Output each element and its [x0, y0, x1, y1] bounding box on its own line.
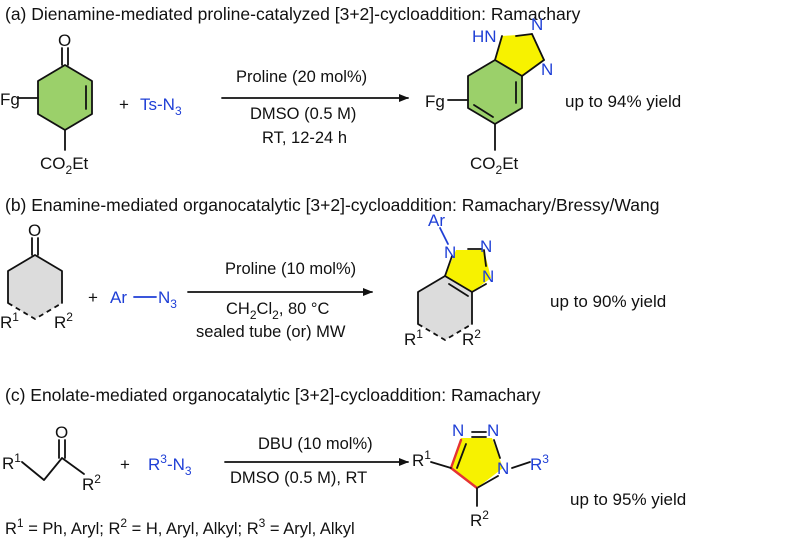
enone-ester: CO2Et [40, 154, 89, 177]
aromatic-double-bond [473, 104, 494, 118]
scheme-a-temp: RT, 12-24 h [262, 129, 347, 147]
ketone-r2: R2 [54, 310, 73, 332]
product-b-ar: Ar [428, 211, 445, 230]
ketone-chain [21, 457, 85, 481]
aryl-azide-ar: Ar [110, 288, 127, 307]
product-a-n2: N [531, 15, 543, 34]
scheme-b: (b) Enamine-mediated organocatalytic [3+… [0, 195, 666, 349]
scheme-c-reactant-ketone: O R1 R2 [2, 423, 101, 494]
product-b-n2: N [480, 237, 492, 256]
scheme-b-vessel: sealed tube (or) MW [196, 323, 346, 341]
new-bond-red [449, 466, 479, 490]
aryl-bond [439, 227, 449, 245]
scheme-c-product-triazole: N N N R1 R2 R3 [412, 421, 549, 530]
triazole-c-double [456, 443, 467, 469]
scheme-a-tosyl-azide: Ts-N3 [140, 95, 182, 118]
scheme-a-reactant-enone: O Fg CO2Et [0, 31, 93, 177]
triazole-bond [515, 33, 533, 37]
scheme-c-azide: R3-N3 [148, 452, 192, 478]
product-a-fg: Fg [425, 92, 445, 111]
ketone-c-oxygen: O [55, 423, 68, 442]
scheme-a-catalyst: Proline (20 mol%) [236, 68, 367, 86]
scheme-c-plus: + [120, 455, 130, 474]
scheme-c: (c) Enolate-mediated organocatalytic [3+… [2, 385, 686, 530]
triazole-b-fill [445, 250, 491, 292]
scheme-a-product-benzotriazole: HN N N Fg CO2Et [425, 15, 553, 177]
fused-ring-fill [418, 276, 472, 340]
triazole-bond [521, 59, 545, 77]
triazole-c-bond [476, 475, 499, 489]
scheme-a-solvent: DMSO (0.5 M) [250, 105, 356, 123]
product-b-n1: N [444, 243, 456, 262]
triazole-bond [494, 35, 503, 61]
fused-shared-bond [444, 275, 473, 293]
product-b-r1: R1 [404, 327, 423, 349]
scheme-c-solvent: DMSO (0.5 M), RT [230, 469, 367, 487]
fused-ring-dashed [417, 323, 473, 342]
triazole-c-bond [493, 439, 501, 459]
product-c-n3: N [497, 459, 509, 478]
triazole-ring-fill [495, 34, 544, 76]
ketone-ring-dashed [7, 302, 63, 321]
scheme-b-aryl-azide: Ar N3 [110, 288, 177, 311]
enone-oxygen: O [58, 31, 71, 50]
ketone-c-r1: R1 [2, 451, 21, 473]
ketone-c-r2: R2 [82, 472, 101, 494]
substituent-footnote: R1 = Ph, Aryl; R2 = H, Aryl, Alkyl; R3 =… [5, 516, 355, 538]
ketone-ring [7, 254, 63, 304]
scheme-b-plus: + [88, 288, 98, 307]
product-a-n3: N [541, 60, 553, 79]
product-c-n2: N [487, 421, 499, 440]
scheme-c-yield: up to 95% yield [570, 490, 686, 509]
triazole-bond [531, 33, 545, 61]
scheme-b-product-fused-triazole: Ar N N N R1 R2 [404, 211, 494, 349]
product-a-ester: CO2Et [470, 154, 519, 177]
scheme-b-catalyst: Proline (10 mol%) [225, 260, 356, 278]
scheme-b-yield: up to 90% yield [550, 292, 666, 311]
triazole-bond [444, 255, 453, 277]
product-b-n3: N [482, 267, 494, 286]
aryl-azide-n3: N3 [158, 288, 177, 311]
new-bond-red [449, 438, 463, 470]
product-c-r1: R1 [412, 448, 431, 470]
triazole-bond [483, 249, 487, 267]
r1-bond [430, 461, 452, 469]
r3-bond [511, 461, 531, 469]
scheme-a-yield: up to 94% yield [565, 92, 681, 111]
scheme-c-heading: (c) Enolate-mediated organocatalytic [3+… [5, 385, 541, 405]
ketone-r1: R1 [0, 310, 19, 332]
product-b-r2: R2 [462, 327, 481, 349]
product-c-r3: R3 [530, 452, 549, 474]
enone-fg-label: Fg [0, 90, 20, 109]
benzo-ring-fill [468, 60, 522, 124]
product-c-n1: N [452, 421, 464, 440]
scheme-b-heading: (b) Enamine-mediated organocatalytic [3+… [5, 195, 659, 215]
scheme-b-reactant-ketone: O R1 R2 [0, 221, 73, 332]
product-a-nh: HN [472, 27, 497, 46]
scheme-c-catalyst: DBU (10 mol%) [258, 435, 373, 453]
scheme-a: (a) Dienamine-mediated proline-catalyzed… [0, 4, 681, 177]
scheme-b-solvent: CH2Cl2, 80 °C [226, 300, 330, 322]
fused-double-bond [448, 283, 469, 297]
ketone-ring-fill [8, 255, 62, 319]
product-c-r2: R2 [470, 508, 489, 530]
enone-ring-fill [38, 65, 92, 130]
fused-ring [417, 275, 446, 325]
ketone-oxygen: O [28, 221, 41, 240]
scheme-a-plus: + [119, 95, 129, 114]
triazole-bond [471, 283, 487, 293]
scheme-a-heading: (a) Dienamine-mediated proline-catalyzed… [5, 4, 581, 24]
